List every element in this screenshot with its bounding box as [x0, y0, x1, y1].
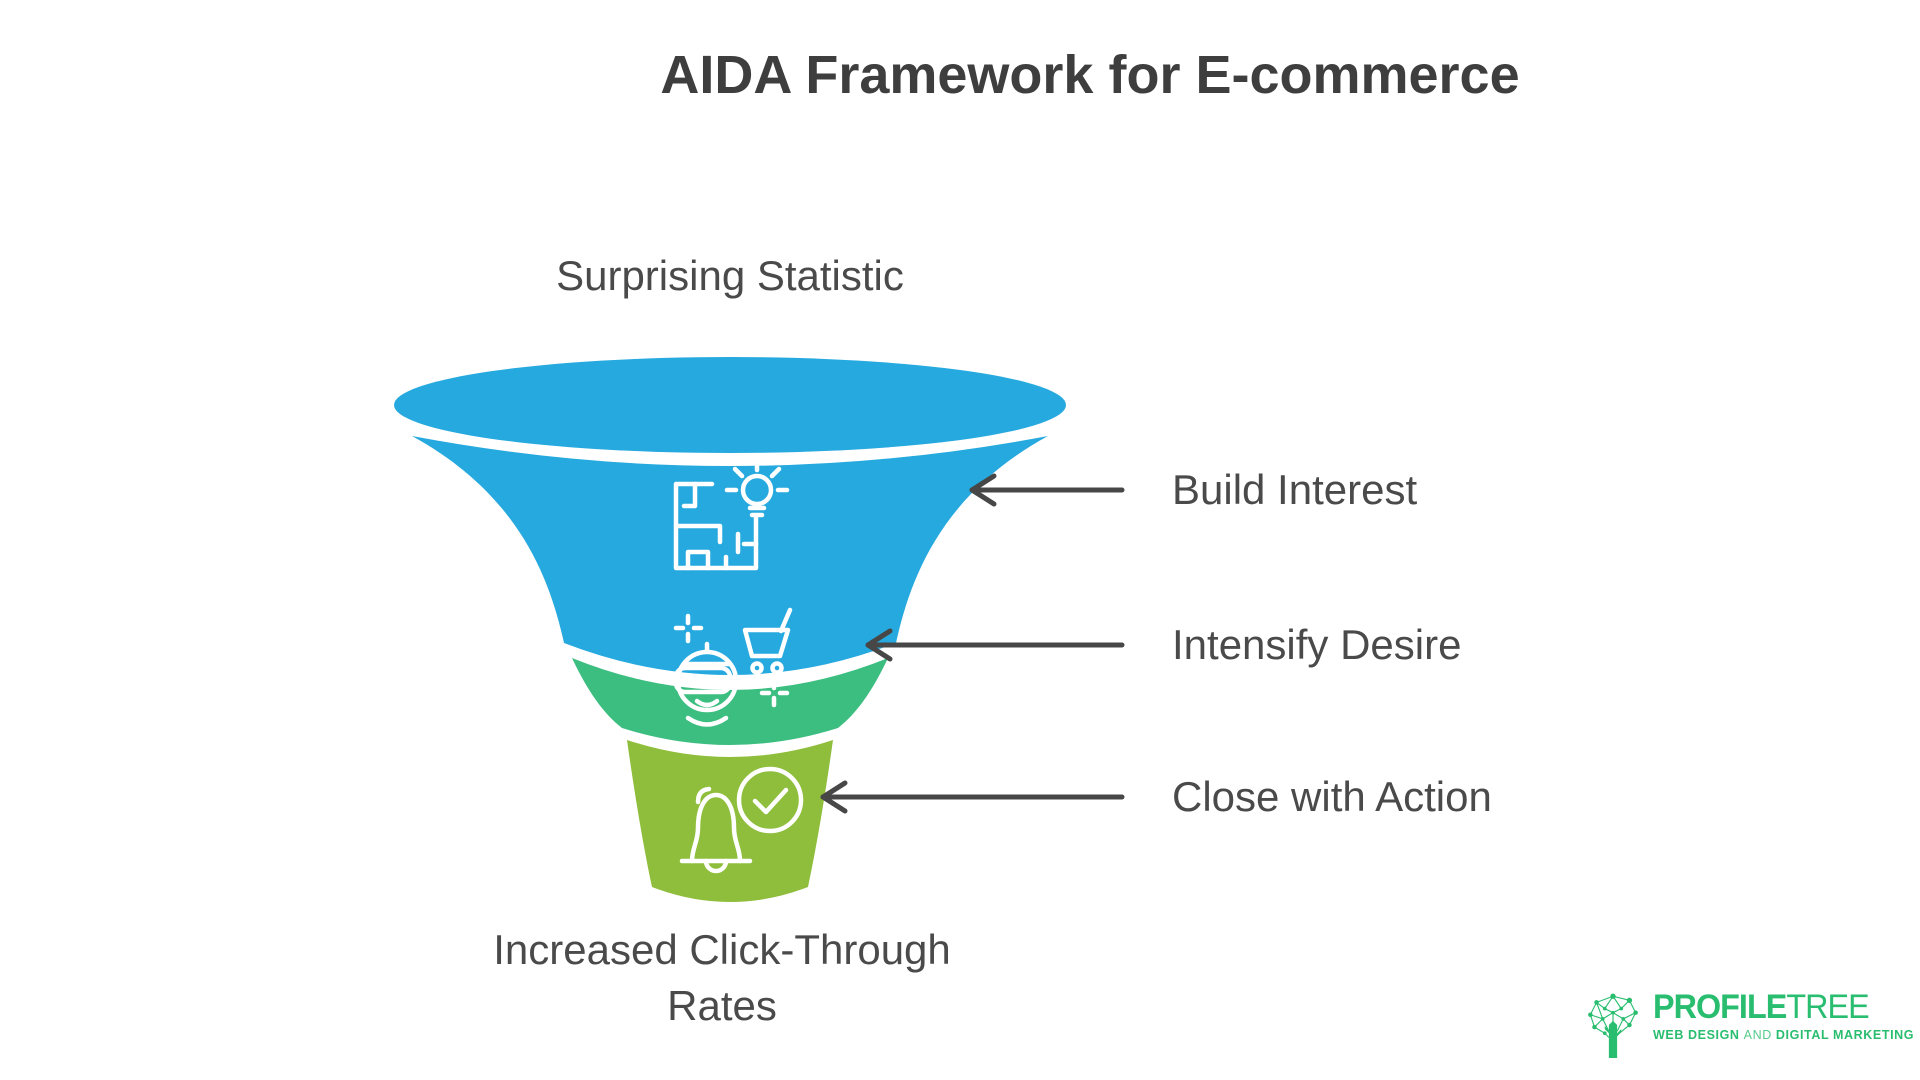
callout-label-close-with-action: Close with Action	[1172, 773, 1492, 820]
brand-bold-part: PROFILE	[1653, 988, 1787, 1026]
callout-arrow-action	[820, 780, 1125, 814]
funnel-body-action	[627, 740, 833, 902]
tagline-and: AND	[1743, 1028, 1772, 1042]
tagline-digital-marketing: DIGITAL MARKETING	[1775, 1028, 1915, 1042]
funnel-stage-interest	[394, 357, 1066, 675]
funnel-lip	[394, 357, 1066, 453]
brand-light-part: TREE	[1786, 988, 1869, 1026]
funnel-body-interest	[412, 436, 1048, 675]
callout-label-intensify-desire: Intensify Desire	[1172, 621, 1462, 668]
callout-arrow-interest	[969, 473, 1125, 507]
funnel-top-label: Surprising Statistic	[556, 252, 904, 299]
page-title: AIDA Framework for E-commerce	[660, 45, 1520, 105]
profiletree-tagline: WEB DESIGN AND DIGITAL MARKETING	[1653, 1028, 1914, 1042]
profiletree-logo-text: PROFILETREE WEB DESIGN AND DIGITAL MARKE…	[1653, 988, 1914, 1042]
strategy-lightbulb-icon	[673, 458, 790, 571]
funnel-bottom-label: Increased Click-Through Rates	[493, 926, 951, 1029]
profiletree-tree-icon	[1588, 993, 1638, 1058]
callout-arrow-desire	[865, 628, 1125, 662]
vr-shopper-cart-icon	[673, 607, 793, 727]
bell-check-icon	[679, 766, 804, 874]
profiletree-brand-name: PROFILETREE	[1653, 988, 1901, 1026]
profiletree-logo: PROFILETREE WEB DESIGN AND DIGITAL MARKE…	[1582, 988, 1914, 1060]
callout-label-build-interest: Build Interest	[1172, 466, 1418, 513]
tagline-web-design: WEB DESIGN	[1653, 1028, 1740, 1042]
